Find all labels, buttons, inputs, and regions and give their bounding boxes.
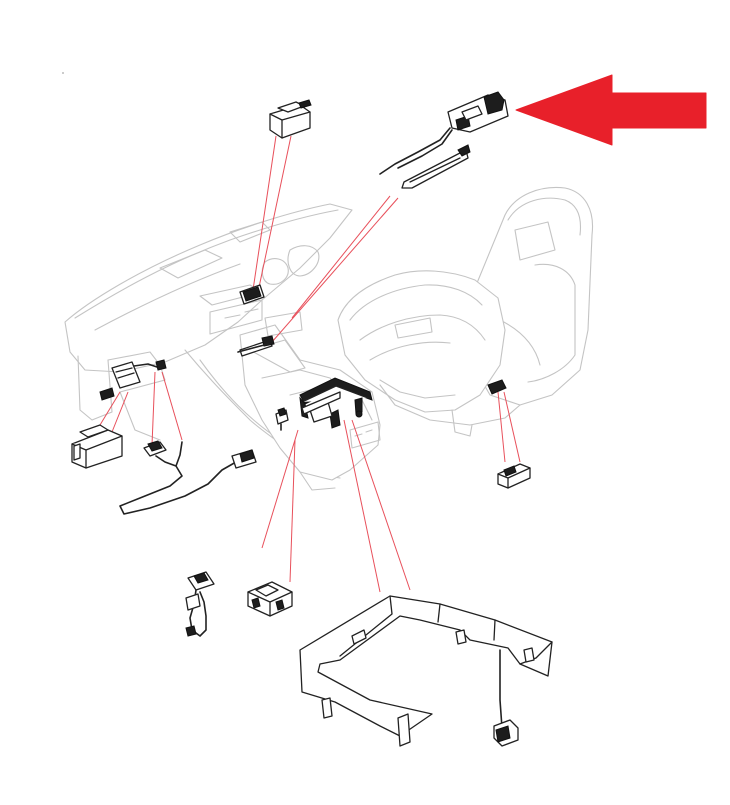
module-bracket [247, 581, 293, 617]
dash-center-module [239, 284, 265, 305]
console-frame-module [299, 377, 373, 429]
seat-connector [497, 463, 531, 489]
console-upper-harness [237, 335, 275, 357]
left-control-module [71, 424, 123, 469]
left-dash-harness [99, 359, 167, 401]
seat-frame-bracket [299, 595, 553, 747]
console-small-connector [275, 407, 289, 431]
pigtail-harness [185, 571, 215, 637]
seat-ghost [337, 186, 594, 437]
leader-lines [99, 135, 521, 593]
upper-sensor-module [269, 99, 312, 139]
floor-cable-harness [119, 440, 257, 515]
seat-sensor-rail-assembly [379, 91, 509, 189]
seat-base-sensor [487, 379, 507, 395]
red-arrow-left-icon [515, 74, 707, 146]
